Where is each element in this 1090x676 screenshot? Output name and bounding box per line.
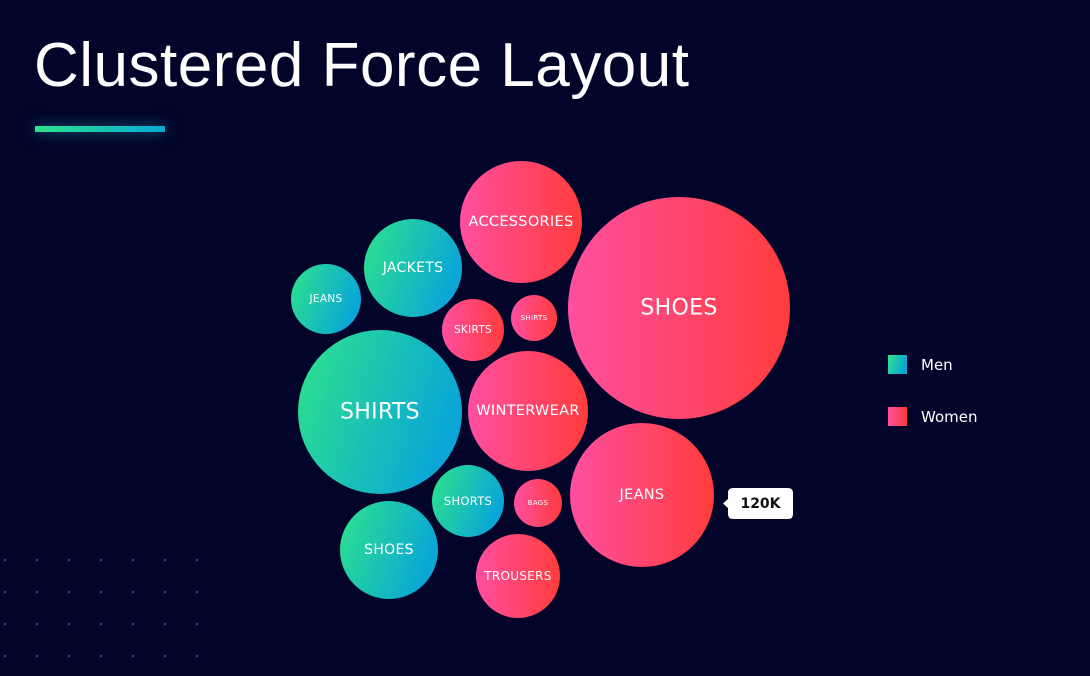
bubble-women-shoes[interactable] xyxy=(568,197,790,419)
bubble-label-women-skirts: SKIRTS xyxy=(454,324,492,336)
bubble-men-jeans[interactable] xyxy=(291,264,361,334)
grid-dot xyxy=(99,654,103,658)
grid-dot xyxy=(35,590,39,594)
grid-dot xyxy=(35,622,39,626)
bubble-label-women-shoes: SHOES xyxy=(640,296,717,321)
bubble-label-women-jeans: JEANS xyxy=(619,487,665,503)
bubble-label-women-accessories: ACCESSORIES xyxy=(469,214,574,230)
bubble-women-accessories[interactable] xyxy=(460,161,582,283)
grid-dot xyxy=(3,558,7,562)
legend-label-men: Men xyxy=(921,356,953,374)
grid-dot xyxy=(35,654,39,658)
bubble-men-shoes[interactable] xyxy=(340,501,438,599)
bubble-women-bags[interactable] xyxy=(514,479,562,527)
grid-dot xyxy=(67,558,71,562)
legend-swatch-women xyxy=(888,407,907,426)
bubble-label-women-winterwear: WINTERWEAR xyxy=(476,403,579,419)
bubble-women-winterwear[interactable] xyxy=(468,351,588,471)
tooltip: 120K xyxy=(723,488,793,519)
bubble-label-men-shoes: SHOES xyxy=(364,542,414,558)
grid-dot xyxy=(131,558,135,562)
grid-dot xyxy=(195,654,199,658)
title-underline xyxy=(35,126,165,132)
grid-dot xyxy=(35,558,39,562)
grid-dot xyxy=(163,590,167,594)
bubble-women-skirts[interactable] xyxy=(442,299,504,361)
bubble-men-shorts[interactable] xyxy=(432,465,504,537)
tooltip-box xyxy=(723,488,793,519)
bubble-group: SHIRTS JACKETS JEANS SHORTS SHOES SHOES ACCESS… xyxy=(291,161,790,618)
bubble-women-jeans[interactable] xyxy=(570,423,714,567)
legend-label-women: Women xyxy=(921,408,977,426)
bubble-women-trousers[interactable] xyxy=(476,534,560,618)
grid-dot xyxy=(131,590,135,594)
grid-dot xyxy=(67,590,71,594)
bubble-label-men-jeans: JEANS xyxy=(309,293,343,305)
legend-swatch-men xyxy=(888,355,907,374)
grid-dot xyxy=(99,558,103,562)
tooltip-value: 120K xyxy=(740,496,781,512)
grid-dot xyxy=(3,590,7,594)
grid-dot xyxy=(3,654,7,658)
page-title: Clustered Force Layout xyxy=(34,31,690,100)
bubble-label-women-trousers: TROUSERS xyxy=(483,569,551,583)
bubble-label-men-shirts: SHIRTS xyxy=(340,400,420,425)
grid-dot xyxy=(195,558,199,562)
grid-dot xyxy=(195,622,199,626)
grid-dot xyxy=(195,590,199,594)
decorative-dot-grid xyxy=(3,558,199,658)
bubble-label-women-shirts: SHIRTS xyxy=(521,314,548,322)
grid-dot xyxy=(3,622,7,626)
grid-dot xyxy=(99,622,103,626)
grid-dot xyxy=(67,622,71,626)
bubble-label-men-shorts: SHORTS xyxy=(444,494,492,508)
grid-dot xyxy=(163,558,167,562)
grid-dot xyxy=(131,654,135,658)
grid-dot xyxy=(99,590,103,594)
grid-dot xyxy=(131,622,135,626)
bubble-label-women-bags: BAGS xyxy=(528,499,549,507)
grid-dot xyxy=(163,622,167,626)
bubble-label-men-jackets: JACKETS xyxy=(382,260,444,276)
bubble-women-shirts[interactable] xyxy=(511,295,557,341)
grid-dot xyxy=(163,654,167,658)
bubble-men-shirts[interactable] xyxy=(298,330,462,494)
grid-dot xyxy=(67,654,71,658)
bubble-men-jackets[interactable] xyxy=(364,219,462,317)
